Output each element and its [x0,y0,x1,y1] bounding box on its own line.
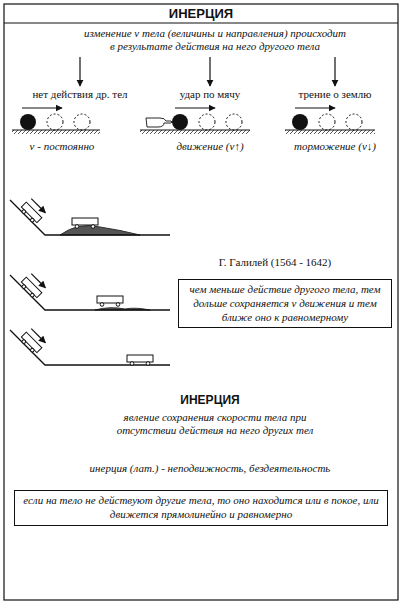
galileo-slope [10,198,170,235]
page-frame [4,4,398,600]
page-title: ИНЕРЦИЯ [101,6,301,22]
statement-box: если на тело не действуют другие тела, т… [14,490,388,526]
galileo-slope [10,328,170,365]
ball-scenes [12,108,375,134]
box-text: чем меньше действие другого тела, тем до… [185,283,385,324]
definition-text: явление сохранения скорости тела при отс… [65,411,365,437]
case-label: нет действия др. тел [15,88,145,101]
statement-box: чем меньше действие другого тела, тем до… [178,279,392,328]
title-rule [4,23,398,24]
down-arrows [80,57,335,86]
case-label: удар по мячу [155,88,265,101]
statement-text: изменение v тела (величины и направления… [80,27,350,53]
galileo-slope [10,273,170,310]
result-label: v - постоянно [5,140,120,153]
hand-symbol [146,118,172,127]
case-label: трение о землю [275,88,395,101]
author-label: Г. Галилей (1564 - 1642) [185,256,365,269]
result-label: торможение (v↓) [270,140,400,153]
section-heading: ИНЕРЦИЯ [130,393,290,407]
box-text: если на тело не действуют другие тела, т… [21,494,381,522]
result-label: движение (v↑) [148,140,273,153]
etymology-text: инерция (лат.) - неподвижность, бездеяте… [40,462,380,475]
